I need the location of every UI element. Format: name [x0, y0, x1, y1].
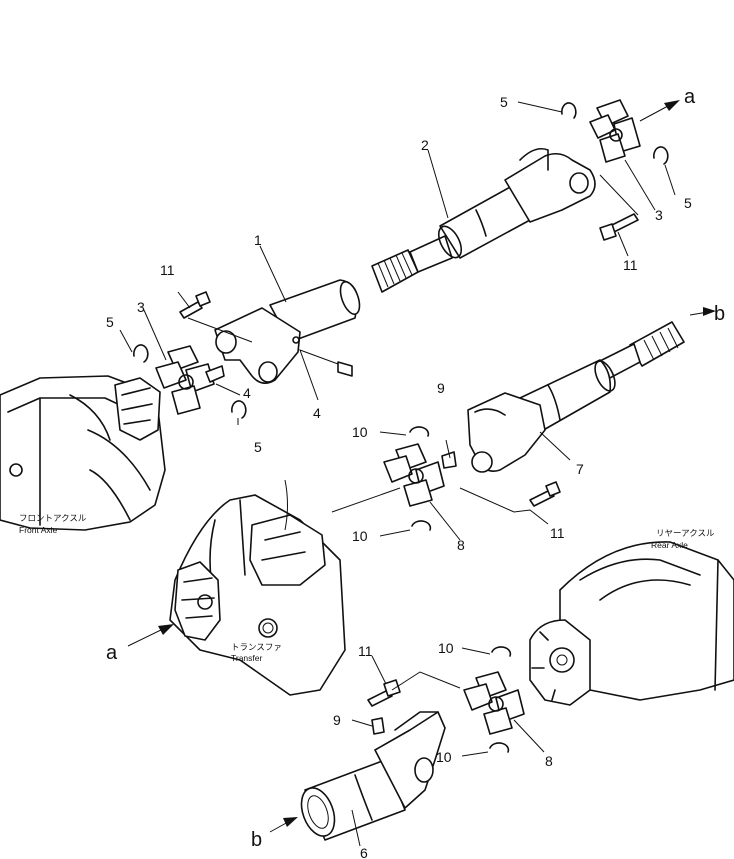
callout-5-left: 5 — [106, 314, 114, 330]
callout-9-bottom: 9 — [333, 712, 341, 728]
propeller-shaft-1 — [214, 279, 361, 384]
callout-10-d: 10 — [436, 749, 452, 765]
transfer-label-jp: トランスファ — [231, 642, 282, 652]
universal-joint-bottom — [463, 671, 525, 735]
callout-3-right: 3 — [655, 207, 663, 223]
universal-joint-left — [155, 345, 215, 415]
connector-b-bottom: b — [251, 829, 262, 851]
leader-lines — [119, 101, 676, 847]
callout-8-bottom: 8 — [545, 753, 553, 769]
callout-11-bottom: 11 — [358, 643, 373, 659]
callout-2: 2 — [421, 137, 429, 153]
grease-fittings — [205, 361, 457, 735]
propeller-shaft-7 — [467, 321, 685, 473]
connector-a-transfer: a — [106, 642, 118, 664]
callout-1: 1 — [254, 232, 262, 248]
propeller-shaft-6 — [300, 711, 446, 841]
callout-11-middle: 11 — [550, 525, 565, 541]
connector-letters: a b a b — [106, 86, 725, 851]
callout-4-left: 4 — [243, 385, 251, 401]
component-labels: フロントアクスル Front Axle トランスファ Transfer リヤーア… — [19, 513, 715, 663]
callout-3-left: 3 — [137, 299, 145, 315]
callout-10-c: 10 — [438, 640, 454, 656]
connector-a-top: a — [684, 86, 696, 108]
callout-8-middle: 8 — [457, 537, 465, 553]
bolts — [179, 213, 639, 707]
rear-axle-label-jp: リヤーアクスル — [656, 528, 715, 538]
callout-5-right: 5 — [684, 195, 692, 211]
universal-joint-top-right — [589, 99, 641, 163]
callout-5-top: 5 — [500, 94, 508, 110]
connector-b-mid: b — [714, 303, 725, 325]
propeller-shaft-2 — [371, 147, 596, 293]
callout-6: 6 — [360, 845, 368, 859]
callout-5-lower: 5 — [254, 439, 262, 455]
callout-11-left: 11 — [160, 262, 175, 278]
callout-10-b: 10 — [352, 528, 368, 544]
universal-joint-middle — [383, 443, 445, 507]
front-axle-housing — [0, 375, 166, 531]
callout-9-middle: 9 — [437, 380, 445, 396]
front-axle-label: Front Axle — [19, 525, 58, 535]
connector-arrows — [127, 100, 716, 833]
snap-rings — [133, 102, 669, 753]
transfer-label: Transfer — [231, 653, 263, 663]
callout-4-lower: 4 — [313, 405, 321, 421]
front-axle-label-jp: フロントアクスル — [19, 513, 87, 523]
transfer-housing — [169, 479, 346, 696]
callout-7: 7 — [576, 461, 584, 477]
rear-axle-label: Rear Axle — [651, 540, 688, 550]
callout-11-right: 11 — [623, 257, 638, 273]
callout-10-a: 10 — [352, 424, 368, 440]
rear-axle-housing — [529, 541, 734, 706]
callout-numbers: 1 2 3 3 4 4 5 5 5 5 6 7 8 8 9 9 10 10 10… — [106, 94, 692, 859]
